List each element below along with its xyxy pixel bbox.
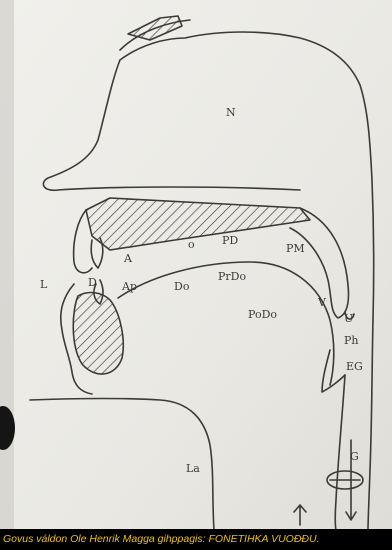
label-postmedial: PM [286, 242, 305, 255]
label-larynx: La [186, 462, 200, 475]
label-apex: Ap [121, 280, 137, 293]
label-nasal-cavity: N [226, 106, 236, 119]
caption-text: Govus váldon Ole Henrik Magga gihppagis:… [3, 533, 319, 545]
label-velum: V [317, 296, 327, 309]
label-alveolar-ridge: A [123, 252, 133, 265]
label-pre-dorsum: PrDo [218, 270, 246, 283]
label-pharynx: Ph [344, 334, 359, 347]
label-prepalatal-dorsal: PD [222, 234, 238, 247]
label-teeth: D [88, 276, 97, 289]
label-epiglottis: EG [346, 360, 363, 373]
label-mark-o: o [188, 238, 195, 251]
label-uvula: U [344, 312, 353, 325]
paper-left-shadow [0, 0, 14, 530]
label-lips: L [40, 278, 48, 291]
label-post-dorsum: PoDo [248, 308, 277, 321]
label-glottis: G [350, 450, 359, 463]
image-caption: Govus váldon Ole Henrik Magga gihppagis:… [0, 529, 392, 550]
label-dorsum: Do [174, 280, 190, 293]
